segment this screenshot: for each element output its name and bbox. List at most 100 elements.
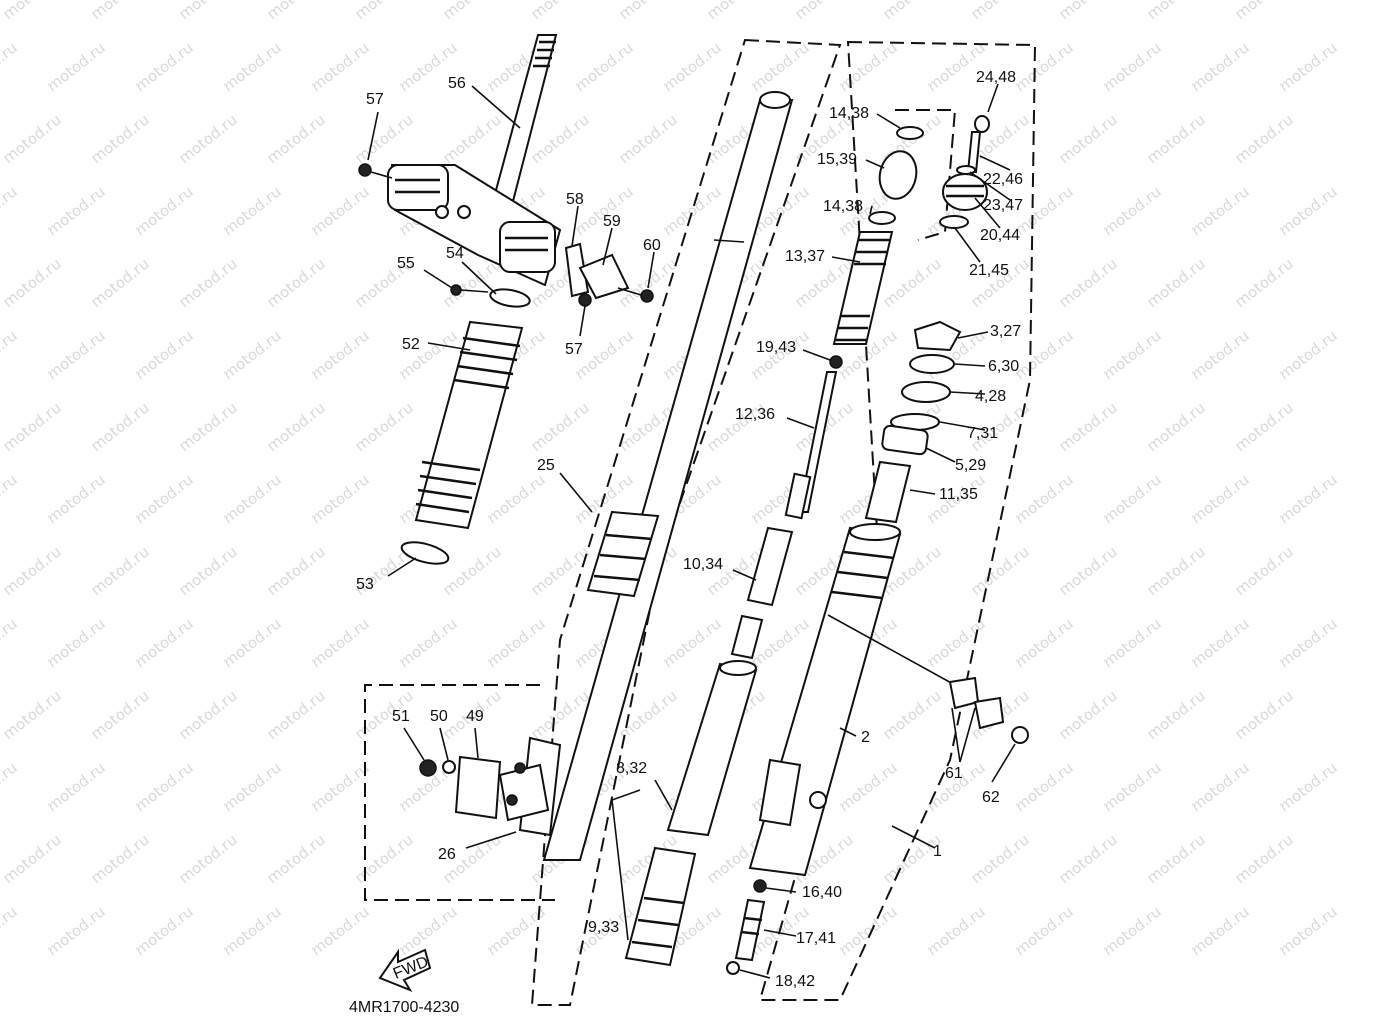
label-17-41: 17,41: [796, 930, 836, 947]
watermark-text: motod.ru: [659, 39, 724, 96]
label-18-42: 18,42: [775, 973, 815, 990]
watermark-text: motod.ru: [351, 831, 416, 888]
bolt-17-41: [734, 898, 766, 962]
watermark-text: motod.ru: [1275, 615, 1340, 672]
label-52: 52: [402, 336, 420, 353]
watermark-text: motod.ru: [307, 39, 372, 96]
watermark-text: motod.ru: [0, 111, 65, 168]
watermark-text: motod.ru: [263, 543, 328, 600]
watermark-text: motod.ru: [1143, 0, 1208, 23]
callout-labels: 57 56 58 59 60 55 54 57 52 25 53 51 50 4…: [356, 69, 1023, 990]
watermark-text: motod.ru: [219, 615, 284, 672]
watermark-text: motod.ru: [219, 903, 284, 960]
watermark-text: motod.ru: [923, 615, 988, 672]
watermark-text: motod.ru: [131, 903, 196, 960]
watermark-text: motod.ru: [43, 903, 108, 960]
lower-bracket: [387, 164, 562, 287]
watermark-text: motod.ru: [923, 903, 988, 960]
watermark-text: motod.ru: [1231, 0, 1296, 23]
label-5-29: 5,29: [955, 457, 986, 474]
watermark-text: motod.ru: [395, 615, 460, 672]
watermark-text: motod.ru: [307, 471, 372, 528]
watermark-text: motod.ru: [1143, 255, 1208, 312]
watermark-text: motod.ru: [1187, 615, 1252, 672]
watermark-text: motod.ru: [1275, 327, 1340, 384]
label-22-46: 22,46: [983, 171, 1023, 188]
watermark-text: motod.ru: [219, 183, 284, 240]
clip-6-30: [909, 354, 955, 374]
watermark-text: motod.ru: [1055, 543, 1120, 600]
label-56: 56: [448, 75, 466, 92]
watermark-text: motod.ru: [1055, 255, 1120, 312]
label-13-37: 13,37: [785, 248, 825, 265]
watermark-text: motod.ru: [0, 0, 65, 23]
watermark-text: motod.ru: [263, 687, 328, 744]
cylinder-10-34: [730, 526, 794, 660]
watermark-text: motod.ru: [263, 255, 328, 312]
watermark-text: motod.ru: [87, 255, 152, 312]
watermark-text: motod.ru: [1099, 327, 1164, 384]
watermark-text: motod.ru: [1011, 903, 1076, 960]
watermark-text: motod.ru: [43, 759, 108, 816]
watermark-text: motod.ru: [307, 327, 372, 384]
watermark-text: motod.ru: [1231, 111, 1296, 168]
label-2: 2: [861, 729, 870, 746]
watermark-text: motod.ru: [87, 543, 152, 600]
watermark-text: motod.ru: [307, 759, 372, 816]
watermark-text: motod.ru: [351, 399, 416, 456]
label-4-28: 4,28: [975, 388, 1006, 405]
label-14-38-top: 14,38: [829, 105, 869, 122]
watermark-text: motod.ru: [131, 327, 196, 384]
washer-14-38-top: [896, 126, 924, 140]
watermark-text: motod.ru: [1187, 183, 1252, 240]
bolt-22-46: [966, 131, 982, 173]
watermark-text: motod.ru: [0, 255, 65, 312]
watermark-text: motod.ru: [263, 831, 328, 888]
outer-tube-25: [542, 91, 794, 861]
watermark-text: motod.ru: [747, 39, 812, 96]
clamp-53: [400, 541, 450, 565]
label-1: 1: [933, 843, 942, 860]
nut-51: [419, 759, 437, 777]
watermark-text: motod.ru: [439, 111, 504, 168]
watermark-text: motod.ru: [307, 183, 372, 240]
label-50: 50: [430, 708, 448, 725]
watermark-text: motod.ru: [923, 39, 988, 96]
watermark-text: motod.ru: [175, 687, 240, 744]
bolt-57-top: [358, 163, 393, 179]
watermark-text: motod.ru: [0, 543, 65, 600]
watermark-text: motod.ru: [131, 183, 196, 240]
bushing-5-29: [881, 424, 929, 456]
watermark-text: motod.ru: [879, 255, 944, 312]
watermark-text: motod.ru: [1011, 327, 1076, 384]
watermark-text: motod.ru: [0, 831, 65, 888]
watermark-text: motod.ru: [175, 255, 240, 312]
watermark-text: motod.ru: [43, 327, 108, 384]
watermark-text: motod.ru: [1011, 471, 1076, 528]
label-24-48: 24,48: [976, 69, 1016, 86]
watermark-text: motod.ru: [87, 111, 152, 168]
watermark-text: motod.ru: [87, 687, 152, 744]
watermark-text: motod.ru: [43, 615, 108, 672]
watermark-text: motod.ru: [219, 39, 284, 96]
washer-18-42: [726, 961, 740, 975]
fwd-arrow-icon: FWD: [378, 948, 432, 993]
watermark-text: motod.ru: [87, 0, 152, 23]
label-9-33: 9,33: [588, 919, 619, 936]
watermark-text: motod.ru: [439, 0, 504, 23]
cap-24-48: [974, 115, 990, 133]
label-58: 58: [566, 191, 584, 208]
pad-49: [454, 755, 502, 820]
watermark-text: motod.ru: [1143, 399, 1208, 456]
dust-boot-52: [414, 284, 531, 530]
watermark-text: motod.ru: [1143, 687, 1208, 744]
watermark-text: motod.ru: [0, 687, 65, 744]
watermark-text: motod.ru: [1275, 39, 1340, 96]
nut-19-43: [829, 355, 843, 369]
watermark-text: motod.ru: [0, 903, 21, 960]
watermark-text: motod.ru: [219, 471, 284, 528]
watermark-text: motod.ru: [527, 111, 592, 168]
watermark-text: motod.ru: [703, 0, 768, 23]
watermark-text: motod.ru: [1055, 0, 1120, 23]
watermark-text: motod.ru: [175, 831, 240, 888]
